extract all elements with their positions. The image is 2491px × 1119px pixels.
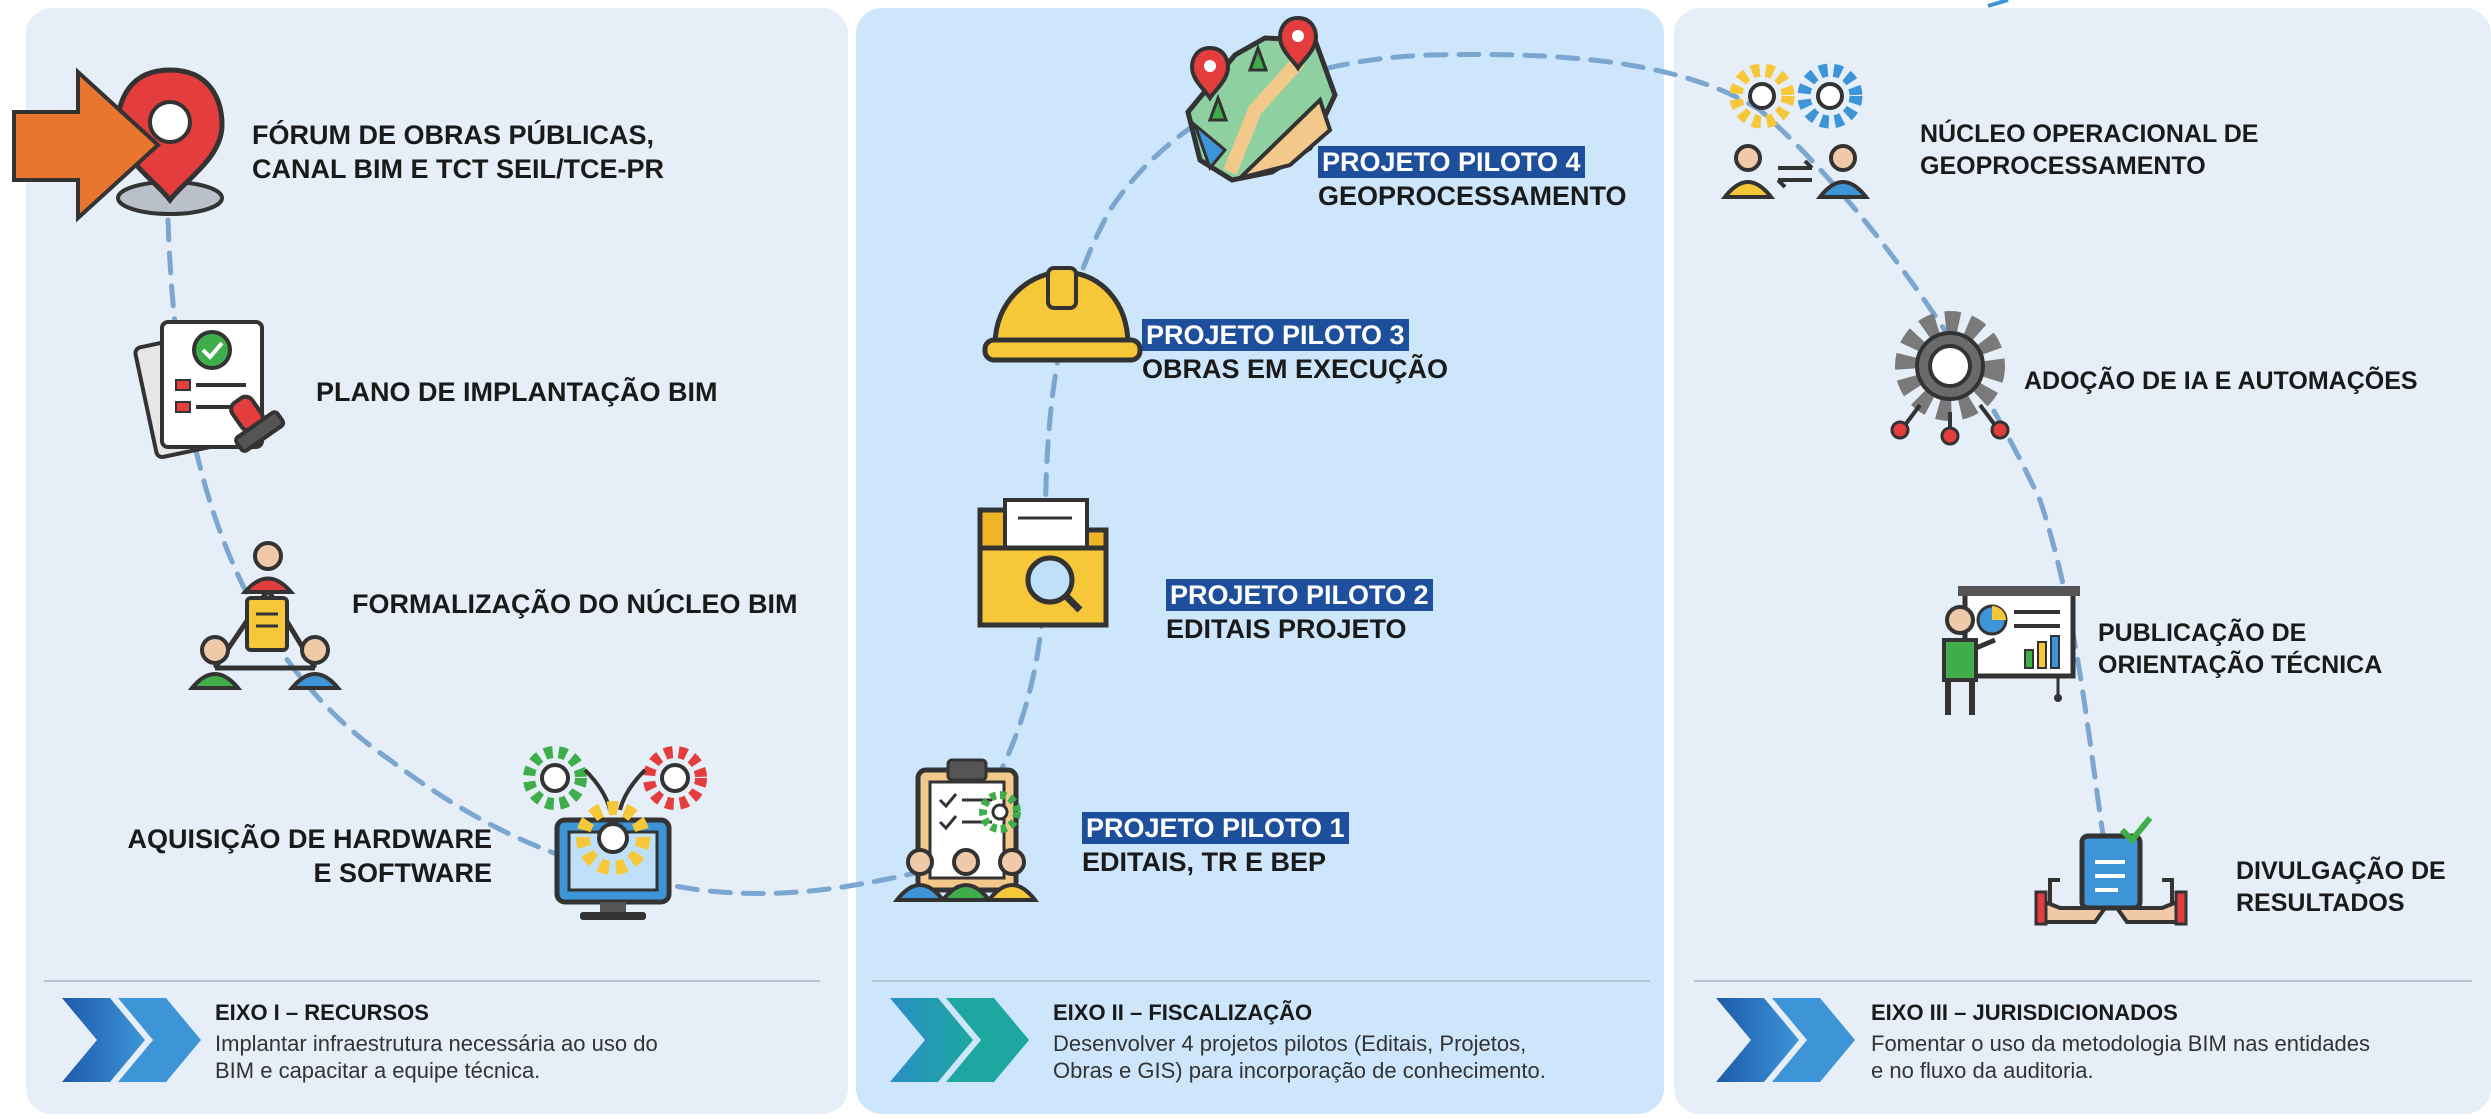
- step-forum-label: FÓRUM DE OBRAS PÚBLICAS, CANAL BIM E TCT…: [252, 120, 665, 184]
- presentation-icon: [1942, 586, 2080, 715]
- step-nucleo-label: NÚCLEO OPERACIONAL DE GEOPROCESSAMENTO: [1920, 120, 2259, 180]
- pilot-3-tag: PROJETO PILOTO 3: [1142, 319, 1409, 351]
- divider-recursos: [44, 980, 820, 982]
- pilot-4-block: PROJETO PILOTO 4 GEOPROCESSAMENTO: [1318, 145, 1627, 213]
- pilot-3-block: PROJETO PILOTO 3 OBRAS EM EXECUÇÃO: [1142, 318, 1448, 386]
- step-ia-label: ADOÇÃO DE IA E AUTOMAÇÕES: [2024, 367, 2418, 395]
- footer-fiscalizacao-desc: Desenvolver 4 projetos pilotos (Editais,…: [1053, 1031, 1546, 1083]
- pilot-4-label: GEOPROCESSAMENTO: [1318, 181, 1627, 211]
- divider-jurisdicionados: [1694, 980, 2472, 982]
- chevron-recursos-icon: [62, 998, 201, 1082]
- step-aquisicao-label: AQUISIÇÃO DE HARDWARE E SOFTWARE: [127, 824, 492, 888]
- pilot-2-block: PROJETO PILOTO 2 EDITAIS PROJETO: [1166, 578, 1433, 646]
- pilot-2-label: EDITAIS PROJETO: [1166, 614, 1407, 644]
- footer-recursos-title: EIXO I – RECURSOS: [215, 1000, 429, 1025]
- footer-fiscalizacao-title: EIXO II – FISCALIZAÇÃO: [1053, 1000, 1313, 1025]
- footer-recursos-desc: Implantar infraestrutura necessária ao u…: [215, 1031, 658, 1083]
- computer-gears-icon: [523, 746, 707, 920]
- folder-search-icon: [977, 498, 1109, 628]
- hands-document-icon: [2034, 816, 2188, 926]
- map-pin-icon: [115, 67, 225, 216]
- step-divulgacao-label: DIVULGAÇÃO DE RESULTADOS: [2236, 857, 2446, 917]
- pilot-2-tag: PROJETO PILOTO 2: [1166, 579, 1433, 611]
- step-plano-label: PLANO DE IMPLANTAÇÃO BIM: [316, 377, 718, 407]
- map-icon: [1185, 15, 1338, 183]
- ai-gear-icon: [1890, 311, 2010, 446]
- pilot-1-block: PROJETO PILOTO 1 EDITAIS, TR E BEP: [1082, 811, 1349, 879]
- pilot-1-tag: PROJETO PILOTO 1: [1082, 812, 1349, 844]
- step-formalizacao-label: FORMALIZAÇÃO DO NÚCLEO BIM: [352, 589, 798, 619]
- arrow-pointer-icon: [12, 67, 161, 223]
- document-stamp-icon: [133, 320, 286, 460]
- pilot-3-label: OBRAS EM EXECUÇÃO: [1142, 354, 1449, 384]
- column-jurisdicionados-panel: [1674, 8, 2491, 1114]
- clipboard-team-icon: [892, 758, 1040, 902]
- team-document-icon: [187, 541, 343, 690]
- step-publicacao-label: PUBLICAÇÃO DE ORIENTAÇÃO TÉCNICA: [2098, 619, 2383, 679]
- pilot-4-tag: PROJETO PILOTO 4: [1318, 146, 1585, 178]
- chevron-jurisdicionados-icon: [1716, 998, 1855, 1082]
- divider-fiscalizacao: [872, 980, 1650, 982]
- pilot-1-label: EDITAIS, TR E BEP: [1082, 847, 1327, 877]
- footer-jurisdicionados-title: EIXO III – JURISDICIONADOS: [1871, 1000, 2178, 1025]
- footer-jurisdicionados-desc: Fomentar o uso da metodologia BIM nas en…: [1871, 1031, 2370, 1083]
- path-end-arrow: [1987, 0, 2009, 8]
- chevron-fiscalizacao-icon: [890, 998, 1029, 1082]
- hard-hat-icon: [982, 266, 1143, 363]
- gears-exchange-icon: [1720, 63, 1871, 199]
